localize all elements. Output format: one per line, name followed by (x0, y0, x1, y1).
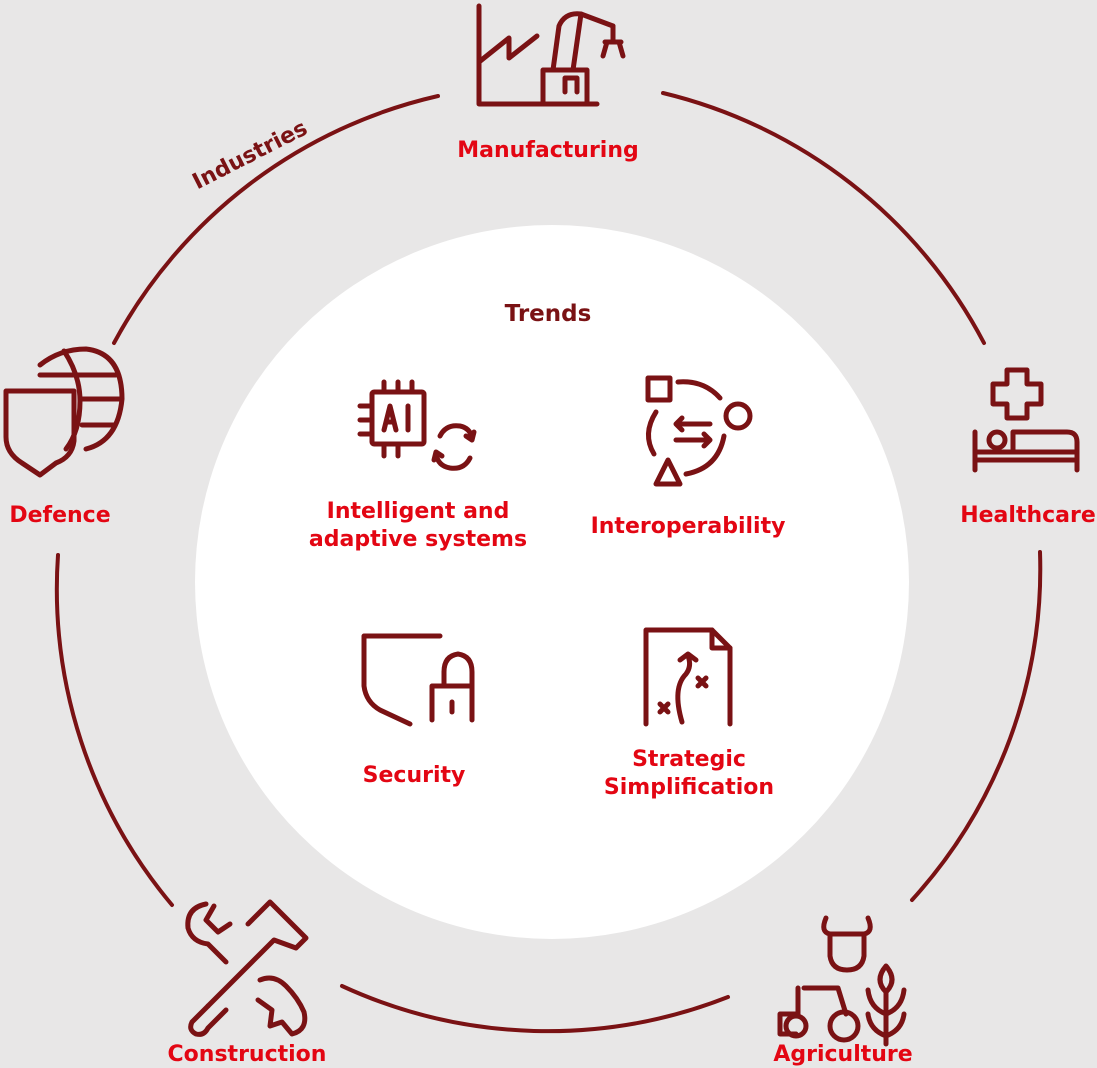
shapes-exchange-icon (634, 374, 754, 487)
label-defence: Defence (9, 503, 111, 528)
ring-arc-5 (112, 94, 440, 345)
trends-title: Trends (504, 301, 592, 327)
strategy-map-icon (640, 626, 740, 730)
label-healthcare: Healthcare (960, 503, 1096, 528)
hospital-bed-icon (969, 366, 1085, 474)
ring-arc-4 (54, 553, 174, 907)
trends-circle (195, 225, 909, 939)
label-strategic-simplification: Strategic Simplification (603, 747, 775, 800)
factory-crane-icon (473, 0, 633, 112)
label-manufacturing: Manufacturing (457, 138, 639, 163)
shield-globe-icon (0, 345, 126, 478)
ring-arc-2 (910, 550, 1043, 902)
ring-arc-1 (661, 91, 986, 345)
label-agriculture: Agriculture (773, 1042, 913, 1067)
label-construction: Construction (167, 1042, 327, 1067)
shield-lock-icon (360, 630, 478, 727)
ring-arc-3 (340, 984, 730, 1034)
label-ai: Intelligent and adaptive systems (308, 499, 528, 552)
label-interoperability: Interoperability (590, 514, 786, 539)
wrench-hammer-icon (178, 898, 318, 1040)
tractor-cow-wheat-icon (774, 910, 920, 1048)
label-security: Security (362, 763, 466, 788)
ai-chip-cycle-icon (356, 378, 482, 476)
industries-ring (54, 91, 1043, 1034)
